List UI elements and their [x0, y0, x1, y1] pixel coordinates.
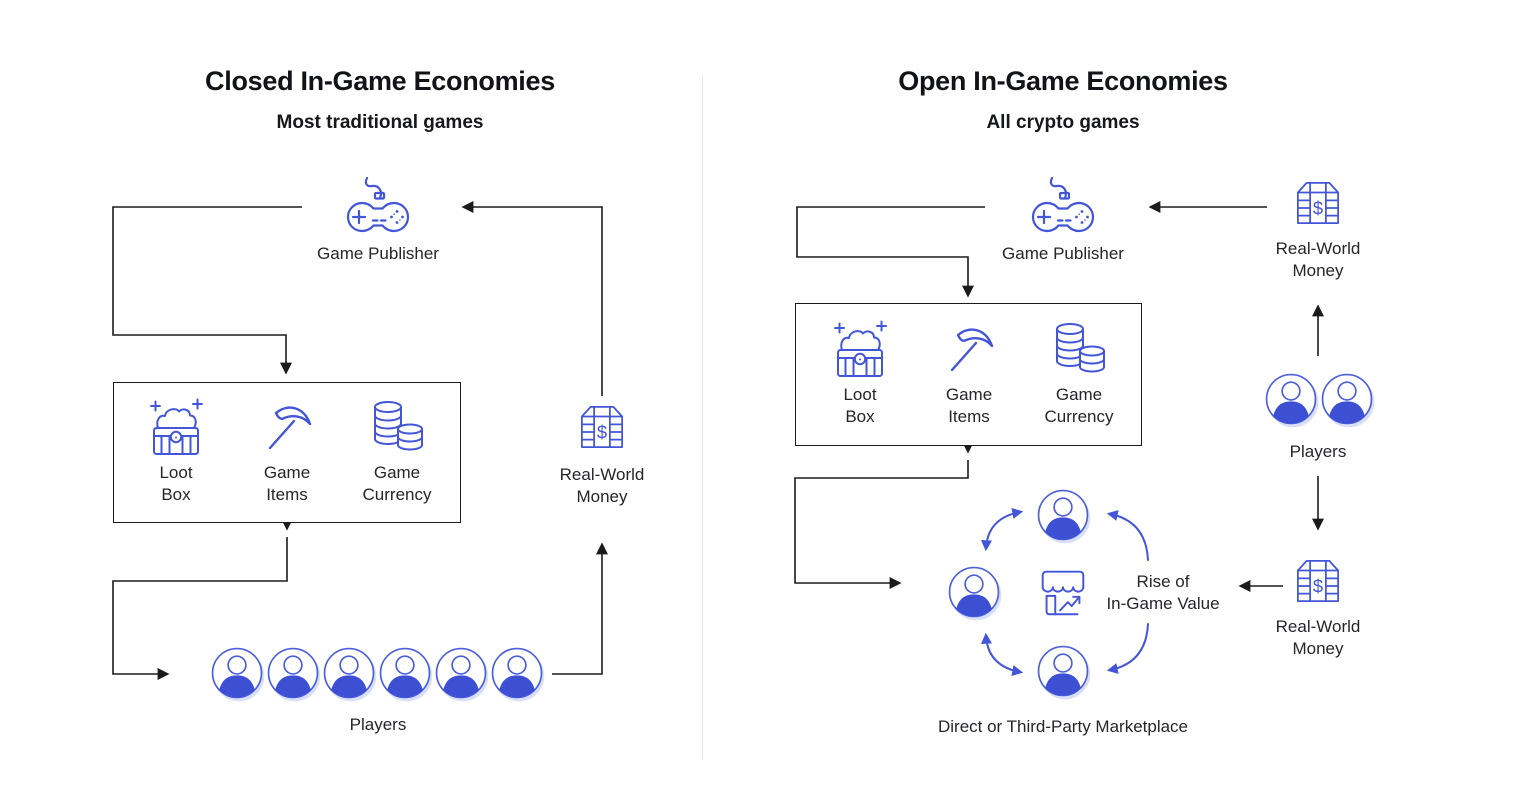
storefront-icon [1034, 563, 1092, 621]
cycle-arrow-bottom-left [981, 632, 1024, 676]
player-avatar-icon [1035, 643, 1091, 699]
cycle-arrow-bottom-right [1106, 623, 1149, 674]
marketplace-label: Direct or Third-Party Marketplace [937, 717, 1189, 736]
player-avatar-icon [1035, 487, 1091, 543]
cycle-arrow-top-right [1106, 510, 1149, 561]
game-currency-icon [367, 398, 427, 456]
real-world-money-icon [574, 402, 630, 452]
connector-publisher-to-box-right [796, 206, 985, 298]
players-label: Players [349, 715, 407, 734]
game-currency-icon [1049, 320, 1109, 378]
cycle-arrow-top-left [981, 508, 1024, 552]
left-panel-subtitle: Most traditional games [276, 112, 484, 133]
connector-box-to-marketplace-right [794, 460, 969, 589]
real-world-money-icon [1290, 178, 1346, 228]
player-avatar-icon [433, 645, 489, 701]
player-avatar-icon [1319, 371, 1375, 427]
right-panel-subtitle: All crypto games [986, 112, 1140, 133]
in-game-assets-box-left [113, 382, 461, 523]
player-avatar-icon [265, 645, 321, 701]
connector-money-to-publisher-left [461, 201, 603, 396]
connector-players-to-money-left [552, 542, 608, 675]
player-avatar-icon [489, 645, 545, 701]
game-controller-icon [340, 177, 416, 243]
game-controller-icon [1025, 177, 1101, 243]
loot-box-icon [144, 396, 208, 458]
game-publisher-label: Game Publisher [317, 244, 439, 263]
right-panel-title: Open In-Game Economies [898, 66, 1228, 96]
game-items-icon [259, 400, 315, 456]
real-world-money-icon [1290, 556, 1346, 606]
left-panel-title: Closed In-Game Economies [205, 66, 555, 96]
player-avatar-icon [377, 645, 433, 701]
game-publisher-label: Game Publisher [1002, 244, 1124, 263]
connector-publisher-to-box-left [112, 206, 302, 375]
panel-divider [702, 75, 703, 760]
player-avatar-icon [946, 564, 1002, 620]
player-avatar-icon [1263, 371, 1319, 427]
loot-box-icon [828, 318, 892, 380]
player-avatar-icon [209, 645, 265, 701]
game-items-icon [941, 322, 997, 378]
player-avatar-icon [321, 645, 377, 701]
players-label: Players [1289, 442, 1347, 461]
